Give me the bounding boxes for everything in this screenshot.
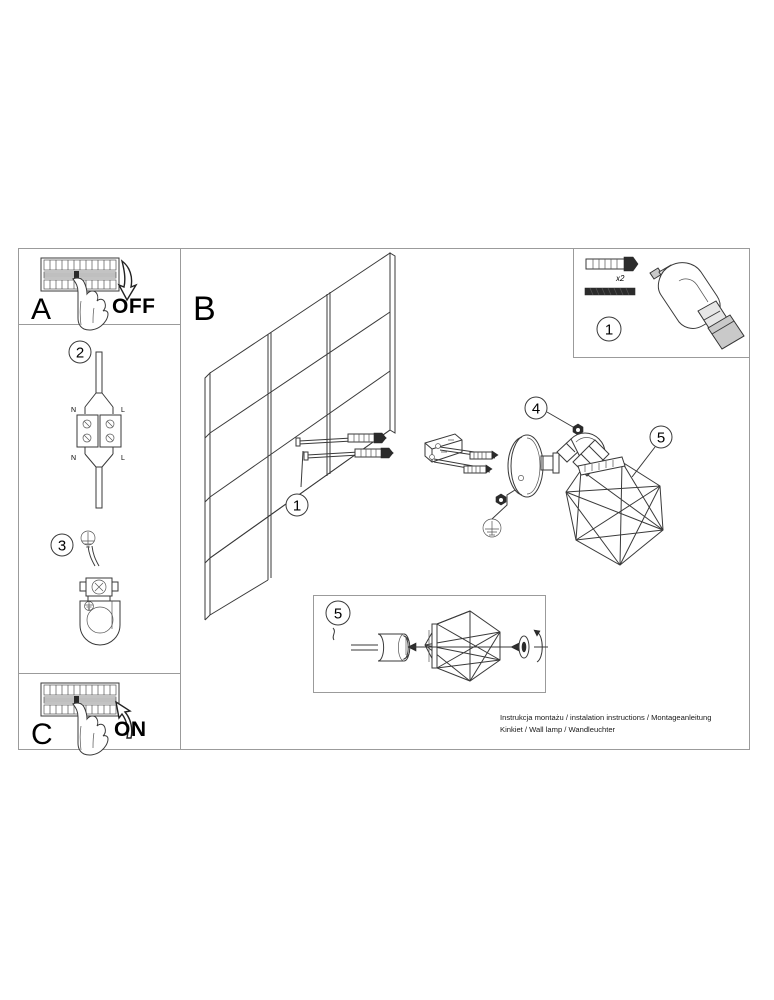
- footer-text: Instrukcja montażu / instalation instruc…: [500, 712, 750, 736]
- label-off: OFF: [112, 295, 156, 318]
- label-on: ON: [114, 718, 147, 741]
- left-column-divider: [180, 248, 182, 750]
- panel-shade-detail: [313, 595, 546, 693]
- panel-letter-c: C: [31, 718, 53, 751]
- footer-line-2: Kinkiet / Wall lamp / Wandleuchter: [500, 724, 616, 734]
- sheet-frame: [18, 248, 750, 750]
- panel-letter-a: A: [31, 293, 52, 326]
- footer-line-1: Instrukcja montażu / instalation instruc…: [500, 713, 712, 722]
- panel-parts-and-tools: [573, 248, 750, 358]
- panel-letter-b: B: [193, 290, 216, 328]
